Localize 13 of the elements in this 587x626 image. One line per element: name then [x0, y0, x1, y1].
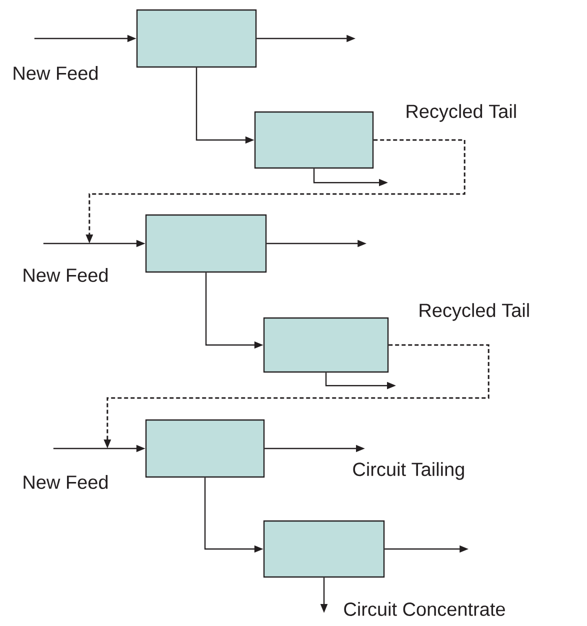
stream-label: New Feed	[24, 268, 108, 282]
stream-label: New Feed	[14, 66, 98, 80]
stream-label: New Feed	[24, 475, 108, 489]
stream-label: Recycled Tail	[406, 104, 516, 122]
process-box	[145, 419, 265, 478]
process-box	[145, 214, 267, 273]
stream-label: Recycled Tail	[420, 303, 529, 321]
process-box	[263, 520, 385, 578]
process-box	[263, 317, 389, 373]
process-box	[254, 111, 374, 169]
stream-label: Circuit Concentrate	[344, 602, 505, 616]
process-box	[136, 9, 257, 68]
stream-label: Circuit Tailing	[353, 462, 464, 480]
